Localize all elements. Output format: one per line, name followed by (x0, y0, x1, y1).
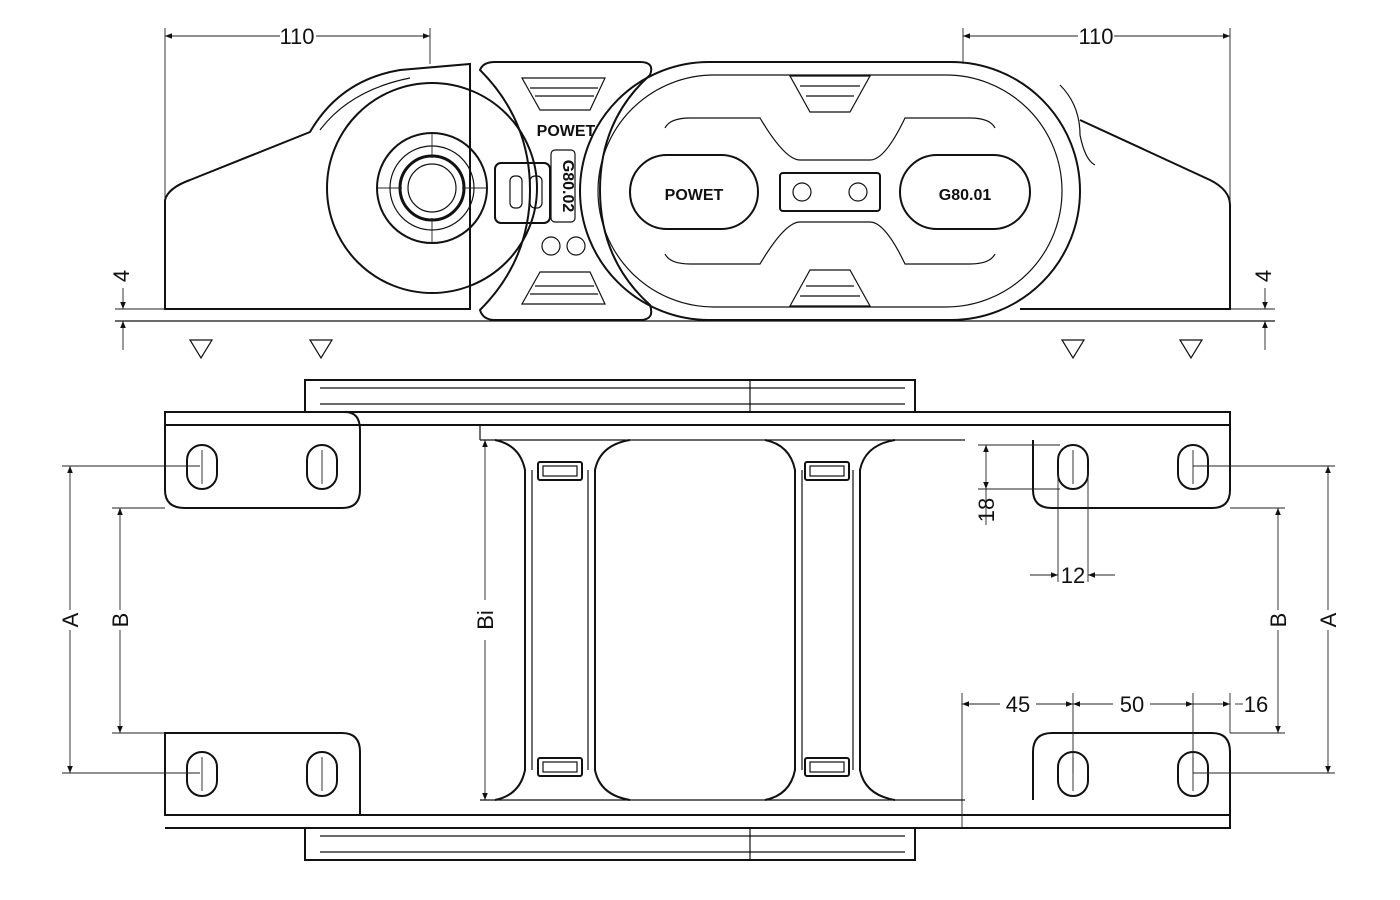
cross-bar-left (494, 439, 631, 801)
plan-view: A B Bi A B (58, 379, 1341, 861)
brand-label-small: POWET (537, 123, 596, 140)
dim-slot-height: 18 (974, 444, 1060, 525)
svg-text:110: 110 (279, 24, 314, 49)
pivot-disc (326, 82, 538, 294)
code-oval (899, 154, 1031, 230)
svg-text:50: 50 (1120, 692, 1144, 717)
svg-text:B: B (1266, 613, 1291, 628)
right-top-mount-plate (1032, 412, 1231, 509)
right-mounting-bracket (1020, 119, 1231, 310)
right-bottom-mount-plate (1032, 732, 1231, 815)
svg-text:B: B (108, 613, 133, 628)
dim-end-offset: 16 (1193, 692, 1268, 733)
side-view: POWET G80.02 POWET G80.01 (109, 24, 1276, 360)
brand-oval (629, 154, 759, 230)
left-mounting-bracket (164, 62, 471, 310)
dim-edge-offset: 45 (961, 692, 1074, 828)
svg-text:18: 18 (974, 498, 999, 522)
cross-bar-right (764, 439, 896, 801)
svg-text:A: A (58, 612, 83, 627)
svg-text:Bi: Bi (473, 610, 498, 630)
dim-B-right: B (1230, 507, 1291, 734)
top-side-band (304, 379, 916, 413)
dim-A-right: A (1193, 465, 1341, 774)
dim-right-height: 4 (1230, 270, 1276, 350)
chain-link-body (579, 61, 1081, 321)
svg-text:110: 110 (1078, 24, 1113, 49)
svg-text:45: 45 (1006, 692, 1030, 717)
left-bottom-mount-plate (164, 732, 361, 816)
dim-left-length: 110 (164, 24, 431, 200)
dim-right-length: 110 (962, 24, 1231, 200)
pivot-bolt-icon (376, 132, 488, 244)
svg-text:12: 12 (1061, 563, 1085, 588)
svg-text:16: 16 (1244, 692, 1268, 717)
svg-text:A: A (1316, 612, 1341, 627)
svg-text:4: 4 (109, 270, 134, 282)
datum-triangle-icon (188, 339, 1204, 360)
bottom-side-band (304, 827, 916, 861)
dim-left-height: 4 (109, 270, 165, 350)
left-top-mount-plate (164, 411, 361, 509)
svg-text:4: 4 (1251, 270, 1276, 282)
dim-Bi: Bi (473, 440, 498, 800)
dim-A-left: A (58, 465, 200, 774)
slot-hole-icon (186, 444, 1209, 797)
dim-slot-width: 12 (1030, 470, 1115, 588)
dim-hole-pitch: 50 (1073, 692, 1194, 773)
dim-B-left: B (108, 507, 165, 734)
part-code-vertical: G80.02 (559, 160, 576, 213)
part-code-oval: G80.01 (939, 187, 992, 204)
brand-label-oval: POWET (665, 187, 724, 204)
